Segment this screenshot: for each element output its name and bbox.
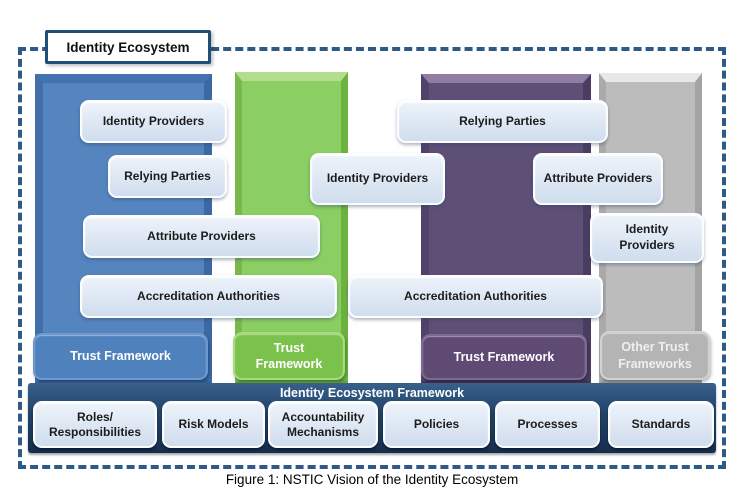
framework-item-processes: Processes <box>495 401 600 448</box>
pill-center-accreditation-authorities: Accreditation Authorities <box>348 275 603 318</box>
trust-framework-box-purple: Trust Framework <box>421 334 587 380</box>
identity-ecosystem-dashed-border <box>18 47 726 469</box>
framework-item-risk-models: Risk Models <box>162 401 265 448</box>
identity-ecosystem-title-label: Identity Ecosystem <box>66 39 190 55</box>
pill-blue-identity-providers: Identity Providers <box>80 100 227 143</box>
pill-purple-relying-parties: Relying Parties <box>397 100 608 143</box>
trust-framework-box-blue: Trust Framework <box>33 333 208 380</box>
framework-item-roles-responsibilities: Roles/ Responsibilities <box>33 401 157 448</box>
pill-blue-accreditation-authorities: Accreditation Authorities <box>80 275 337 318</box>
framework-item-policies: Policies <box>383 401 490 448</box>
framework-item-accountability-mechanisms: Accountability Mechanisms <box>268 401 378 448</box>
pill-blue-attribute-providers: Attribute Providers <box>83 215 320 258</box>
other-trust-frameworks-box: Other Trust Frameworks <box>600 331 710 380</box>
pill-blue-relying-parties: Relying Parties <box>108 155 227 198</box>
identity-ecosystem-title-box: Identity Ecosystem <box>45 30 211 64</box>
trust-framework-box-green: Trust Framework <box>233 332 345 380</box>
pill-purple-attribute-providers: Attribute Providers <box>533 153 663 205</box>
framework-bar-title: Identity Ecosystem Framework <box>279 386 465 400</box>
identity-ecosystem-framework-bar: Identity Ecosystem Framework Roles/ Resp… <box>28 383 716 453</box>
figure-caption: Figure 1: NSTIC Vision of the Identity E… <box>225 472 519 487</box>
pill-green-identity-providers: Identity Providers <box>310 153 445 205</box>
pill-gray-identity-providers: Identity Providers <box>590 213 704 263</box>
framework-item-standards: Standards <box>608 401 714 448</box>
